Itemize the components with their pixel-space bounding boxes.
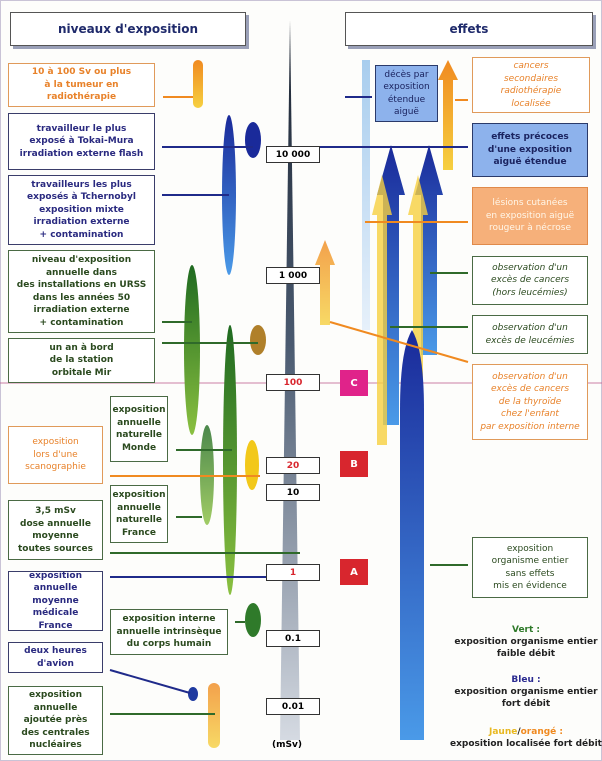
box-lesions-cutanees: lésions cutanées en exposition aiguë rou… [472, 187, 588, 245]
scale-10: 10 [266, 484, 320, 501]
box-tokai-mura: travailleur le plus exposé à Tokai-Mura … [8, 113, 155, 170]
legend-green-text: exposition organisme entier faible débit [454, 637, 598, 659]
orange-up-arrow [438, 60, 458, 170]
scale-100: 100 [266, 374, 320, 391]
scan-ellipse [245, 440, 259, 490]
box-deces: décès par exposition étendue aiguë [375, 65, 438, 122]
mir-ellipse [223, 325, 237, 595]
legend-yellow-orange: Jaune/orangé : exposition localisée fort… [450, 726, 602, 750]
box-naturelle-monde: exposition annuelle naturelle Monde [110, 396, 168, 462]
box-radiotherapie: 10 à 100 Sv ou plus à la tumeur en radio… [8, 63, 155, 107]
legend-blue-title: Bleu : [511, 675, 541, 685]
bottom-spike [400, 330, 424, 740]
box-medicale: exposition annuelle moyenne médicale Fra… [8, 571, 103, 631]
mir-dot [250, 325, 266, 355]
badge-c: C [340, 370, 368, 396]
box-thyroide: observation d'un excès de cancers de la … [472, 364, 588, 440]
scale-10000: 10 000 [266, 146, 320, 163]
unit-label: (mSv) [272, 740, 302, 750]
scale-0-1: 0.1 [266, 630, 320, 647]
internal-ellipse [245, 603, 261, 637]
box-effets-precoces: effets précoces d'une exposition aiguë é… [472, 123, 588, 177]
box-sans-effets: exposition organisme entier sans effets … [472, 537, 588, 598]
legend-orange-title: orangé : [520, 727, 564, 737]
badge-a: A [340, 559, 368, 585]
legend-blue: Bleu : exposition organisme entier fort … [450, 674, 602, 710]
scale-1: 1 [266, 564, 320, 581]
box-leucemies: observation d'un excès de leucémies [472, 315, 588, 354]
legend-slash: / [517, 727, 521, 737]
legend-green-title: Vert : [511, 625, 541, 635]
avion-dot [188, 687, 198, 701]
legend-blue-text: exposition organisme entier fort débit [454, 687, 598, 709]
header-exposure-levels: niveaux d'exposition [10, 12, 246, 46]
scale-1000: 1 000 [266, 267, 320, 284]
box-cancers-hors-leucemies: observation d'un excès de cancers (hors … [472, 256, 588, 305]
box-naturelle-france: exposition annuelle naturelle France [110, 485, 168, 543]
box-avion: deux heures d'avion [8, 642, 103, 673]
legend-yellow-title: Jaune [488, 727, 518, 737]
box-cancers-secondaires: cancers secondaires radiothérapie locali… [472, 57, 590, 113]
tokaimura-ellipse [245, 122, 261, 158]
badge-b: B [340, 451, 368, 477]
urss-ellipse [184, 265, 200, 435]
scale-20: 20 [266, 457, 320, 474]
box-urss: niveau d'exposition annuelle dans des in… [8, 250, 155, 333]
legend-green: Vert : exposition organisme entier faibl… [450, 624, 602, 660]
box-interne: exposition interne annuelle intrinsèque … [110, 609, 228, 655]
light-blue-column [362, 60, 370, 330]
header-effects: effets [345, 12, 593, 46]
box-centrales: exposition annuelle ajoutée près des cen… [8, 686, 103, 755]
box-tchernobyl: travailleurs les plus exposés à Tchernob… [8, 175, 155, 245]
box-mir: un an à bord de la station orbitale Mir [8, 338, 155, 383]
box-dose-annuelle: 3,5 mSv dose annuelle moyenne toutes sou… [8, 500, 103, 560]
centrales-bar [208, 683, 220, 748]
radiotherapy-bar [193, 60, 203, 108]
legend-yellow-orange-text: exposition localisée fort débit [450, 739, 602, 749]
box-scanographie: exposition lors d'une scanographie [8, 426, 103, 484]
scale-0-01: 0.01 [266, 698, 320, 715]
